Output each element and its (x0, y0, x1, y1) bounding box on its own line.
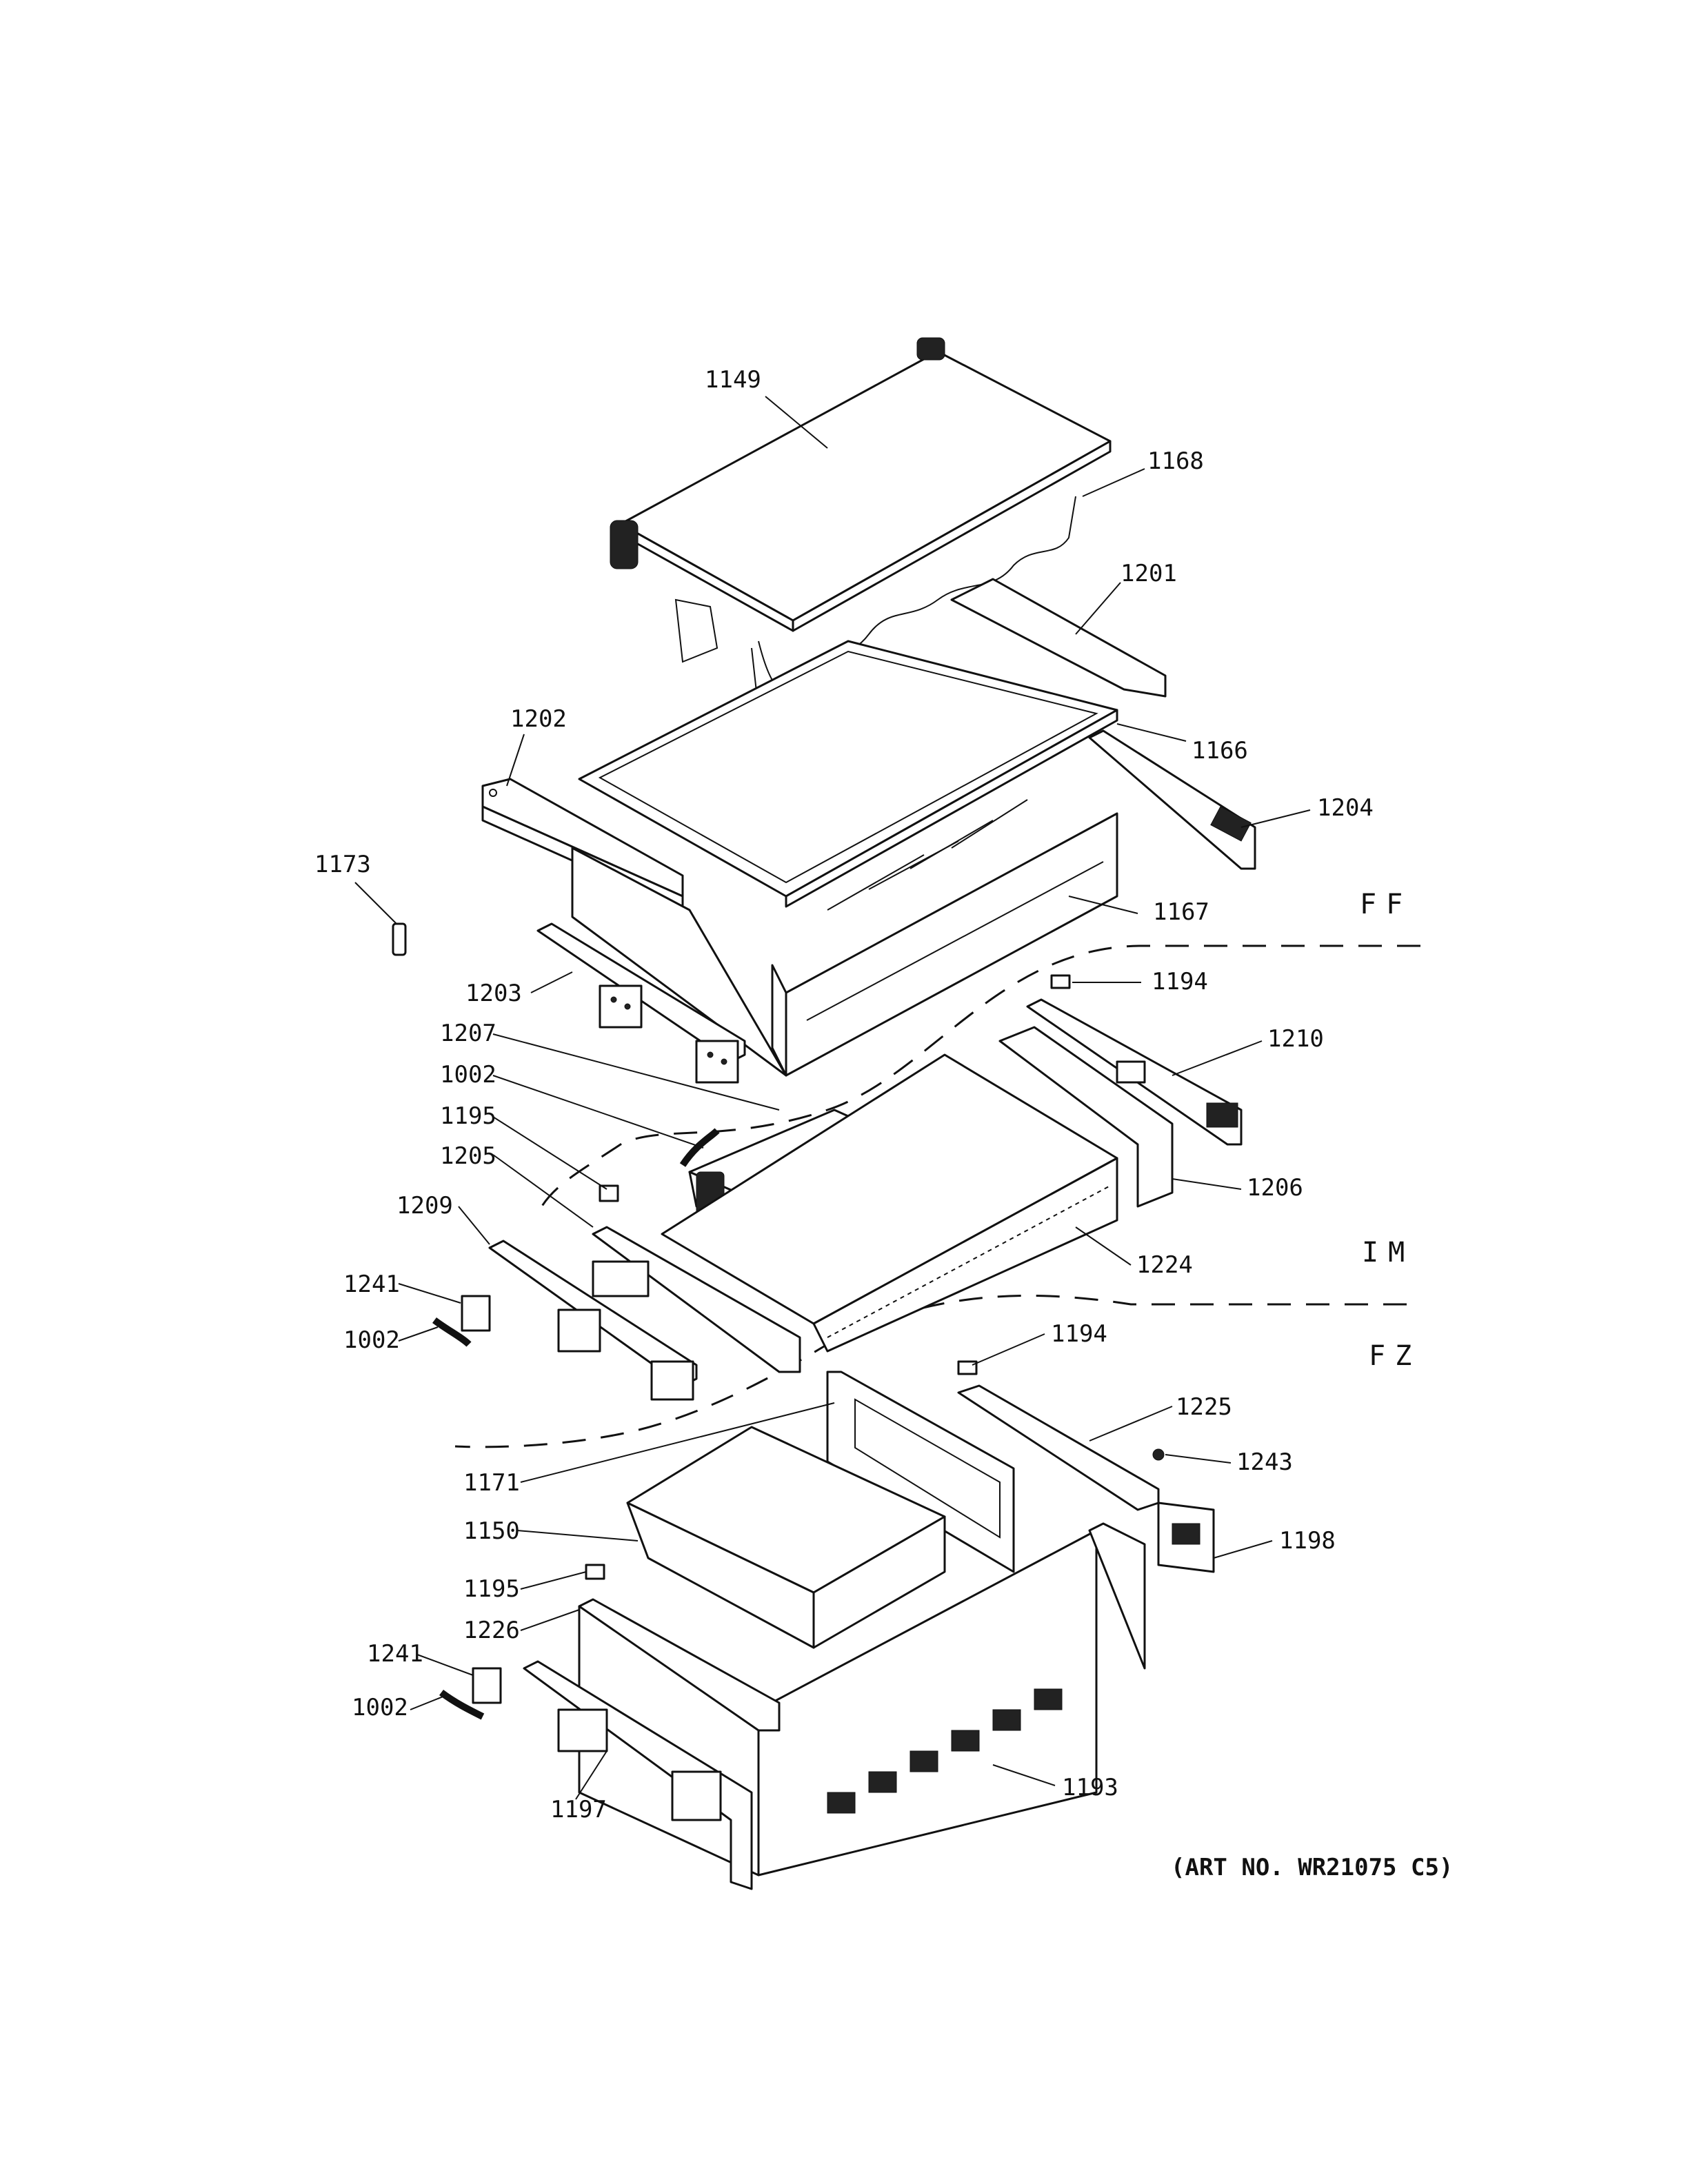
glass-shelf-1166 (578, 640, 1118, 908)
callout-1149: 1149 (705, 366, 761, 394)
callout-1167: 1167 (1153, 898, 1209, 926)
callout-1194-top: 1194 (1152, 968, 1208, 995)
screw-1243 (1152, 1448, 1165, 1461)
callout-1205: 1205 (440, 1142, 496, 1170)
callout-1195-fz: 1195 (463, 1575, 520, 1603)
basket-1150 (626, 1426, 946, 1649)
callout-1210: 1210 (1267, 1025, 1324, 1053)
callout-1226: 1226 (463, 1617, 520, 1644)
slide-rail-1203 (536, 922, 746, 1084)
zone-label-ff: FF (1360, 889, 1412, 920)
shelf-rail-1201 (950, 578, 1167, 698)
rail-1226 (578, 1598, 781, 1732)
callout-1203: 1203 (465, 980, 522, 1007)
slide-rail-1205 (592, 1226, 801, 1373)
zone-divider-ff-im (536, 944, 1420, 1214)
callout-1204: 1204 (1317, 794, 1374, 822)
clip-1194-im (1050, 974, 1071, 989)
callout-1225: 1225 (1176, 1393, 1232, 1421)
clip-1173 (392, 922, 407, 956)
callout-1173: 1173 (314, 851, 371, 878)
clip-1194-fz (957, 1360, 978, 1375)
handle-1002-top (679, 1128, 720, 1167)
vent-slots (827, 1688, 1063, 1814)
callout-1171: 1171 (463, 1469, 520, 1497)
clip-1195-top (599, 1184, 619, 1202)
bumper-1241-fz (472, 1667, 502, 1704)
callout-1193: 1193 (1062, 1774, 1118, 1801)
slide-rail-1204 (1088, 729, 1256, 870)
slide-rail-1198 (1157, 1502, 1215, 1573)
callout-1243: 1243 (1236, 1448, 1293, 1476)
callout-1224: 1224 (1136, 1251, 1193, 1279)
slide-rail-1197 (523, 1660, 753, 1890)
drawer-bin-1167 (571, 799, 1118, 1077)
handle-1002-mid (432, 1317, 472, 1347)
callout-1241-fz: 1241 (367, 1640, 423, 1668)
slide-rail-1210 (1026, 998, 1243, 1146)
rail-1225 (957, 1384, 1160, 1670)
callout-1198: 1198 (1279, 1527, 1336, 1555)
callout-1202: 1202 (510, 705, 567, 733)
callout-1206: 1206 (1247, 1174, 1303, 1202)
clip-1195-fz (585, 1564, 605, 1580)
callout-1197: 1197 (550, 1796, 607, 1823)
art-number: (ART NO. WR21075 C5) (1171, 1854, 1453, 1881)
zone-label-fz: FZ (1369, 1340, 1421, 1372)
callout-1002-fz: 1002 (352, 1694, 408, 1721)
callout-1241-top: 1241 (343, 1271, 400, 1298)
callout-1002-mid: 1002 (343, 1326, 400, 1354)
leader-lines (354, 396, 1311, 1800)
callout-1207: 1207 (440, 1020, 496, 1047)
callout-1168: 1168 (1147, 447, 1204, 475)
callout-1150: 1150 (463, 1517, 520, 1545)
handle-1002-fz (439, 1689, 485, 1720)
gasket-frame-1171 (826, 1371, 1015, 1573)
callout-1166: 1166 (1192, 737, 1248, 765)
callout-1194-fz: 1194 (1051, 1320, 1107, 1348)
slide-rail-1209 (488, 1240, 698, 1401)
zone-divider-im-fz (454, 1295, 1407, 1448)
bumper-1241-top (461, 1295, 491, 1332)
callout-1002-top: 1002 (440, 1061, 496, 1089)
callout-1209: 1209 (396, 1192, 453, 1220)
callout-1201: 1201 (1121, 560, 1177, 587)
shelf-cover-1149 (610, 337, 1112, 632)
zone-label-im: IM (1362, 1237, 1414, 1268)
bracket-1206 (998, 1026, 1174, 1208)
drawer-frame-1224 (661, 1053, 1118, 1353)
callout-1195-top: 1195 (440, 1102, 496, 1130)
